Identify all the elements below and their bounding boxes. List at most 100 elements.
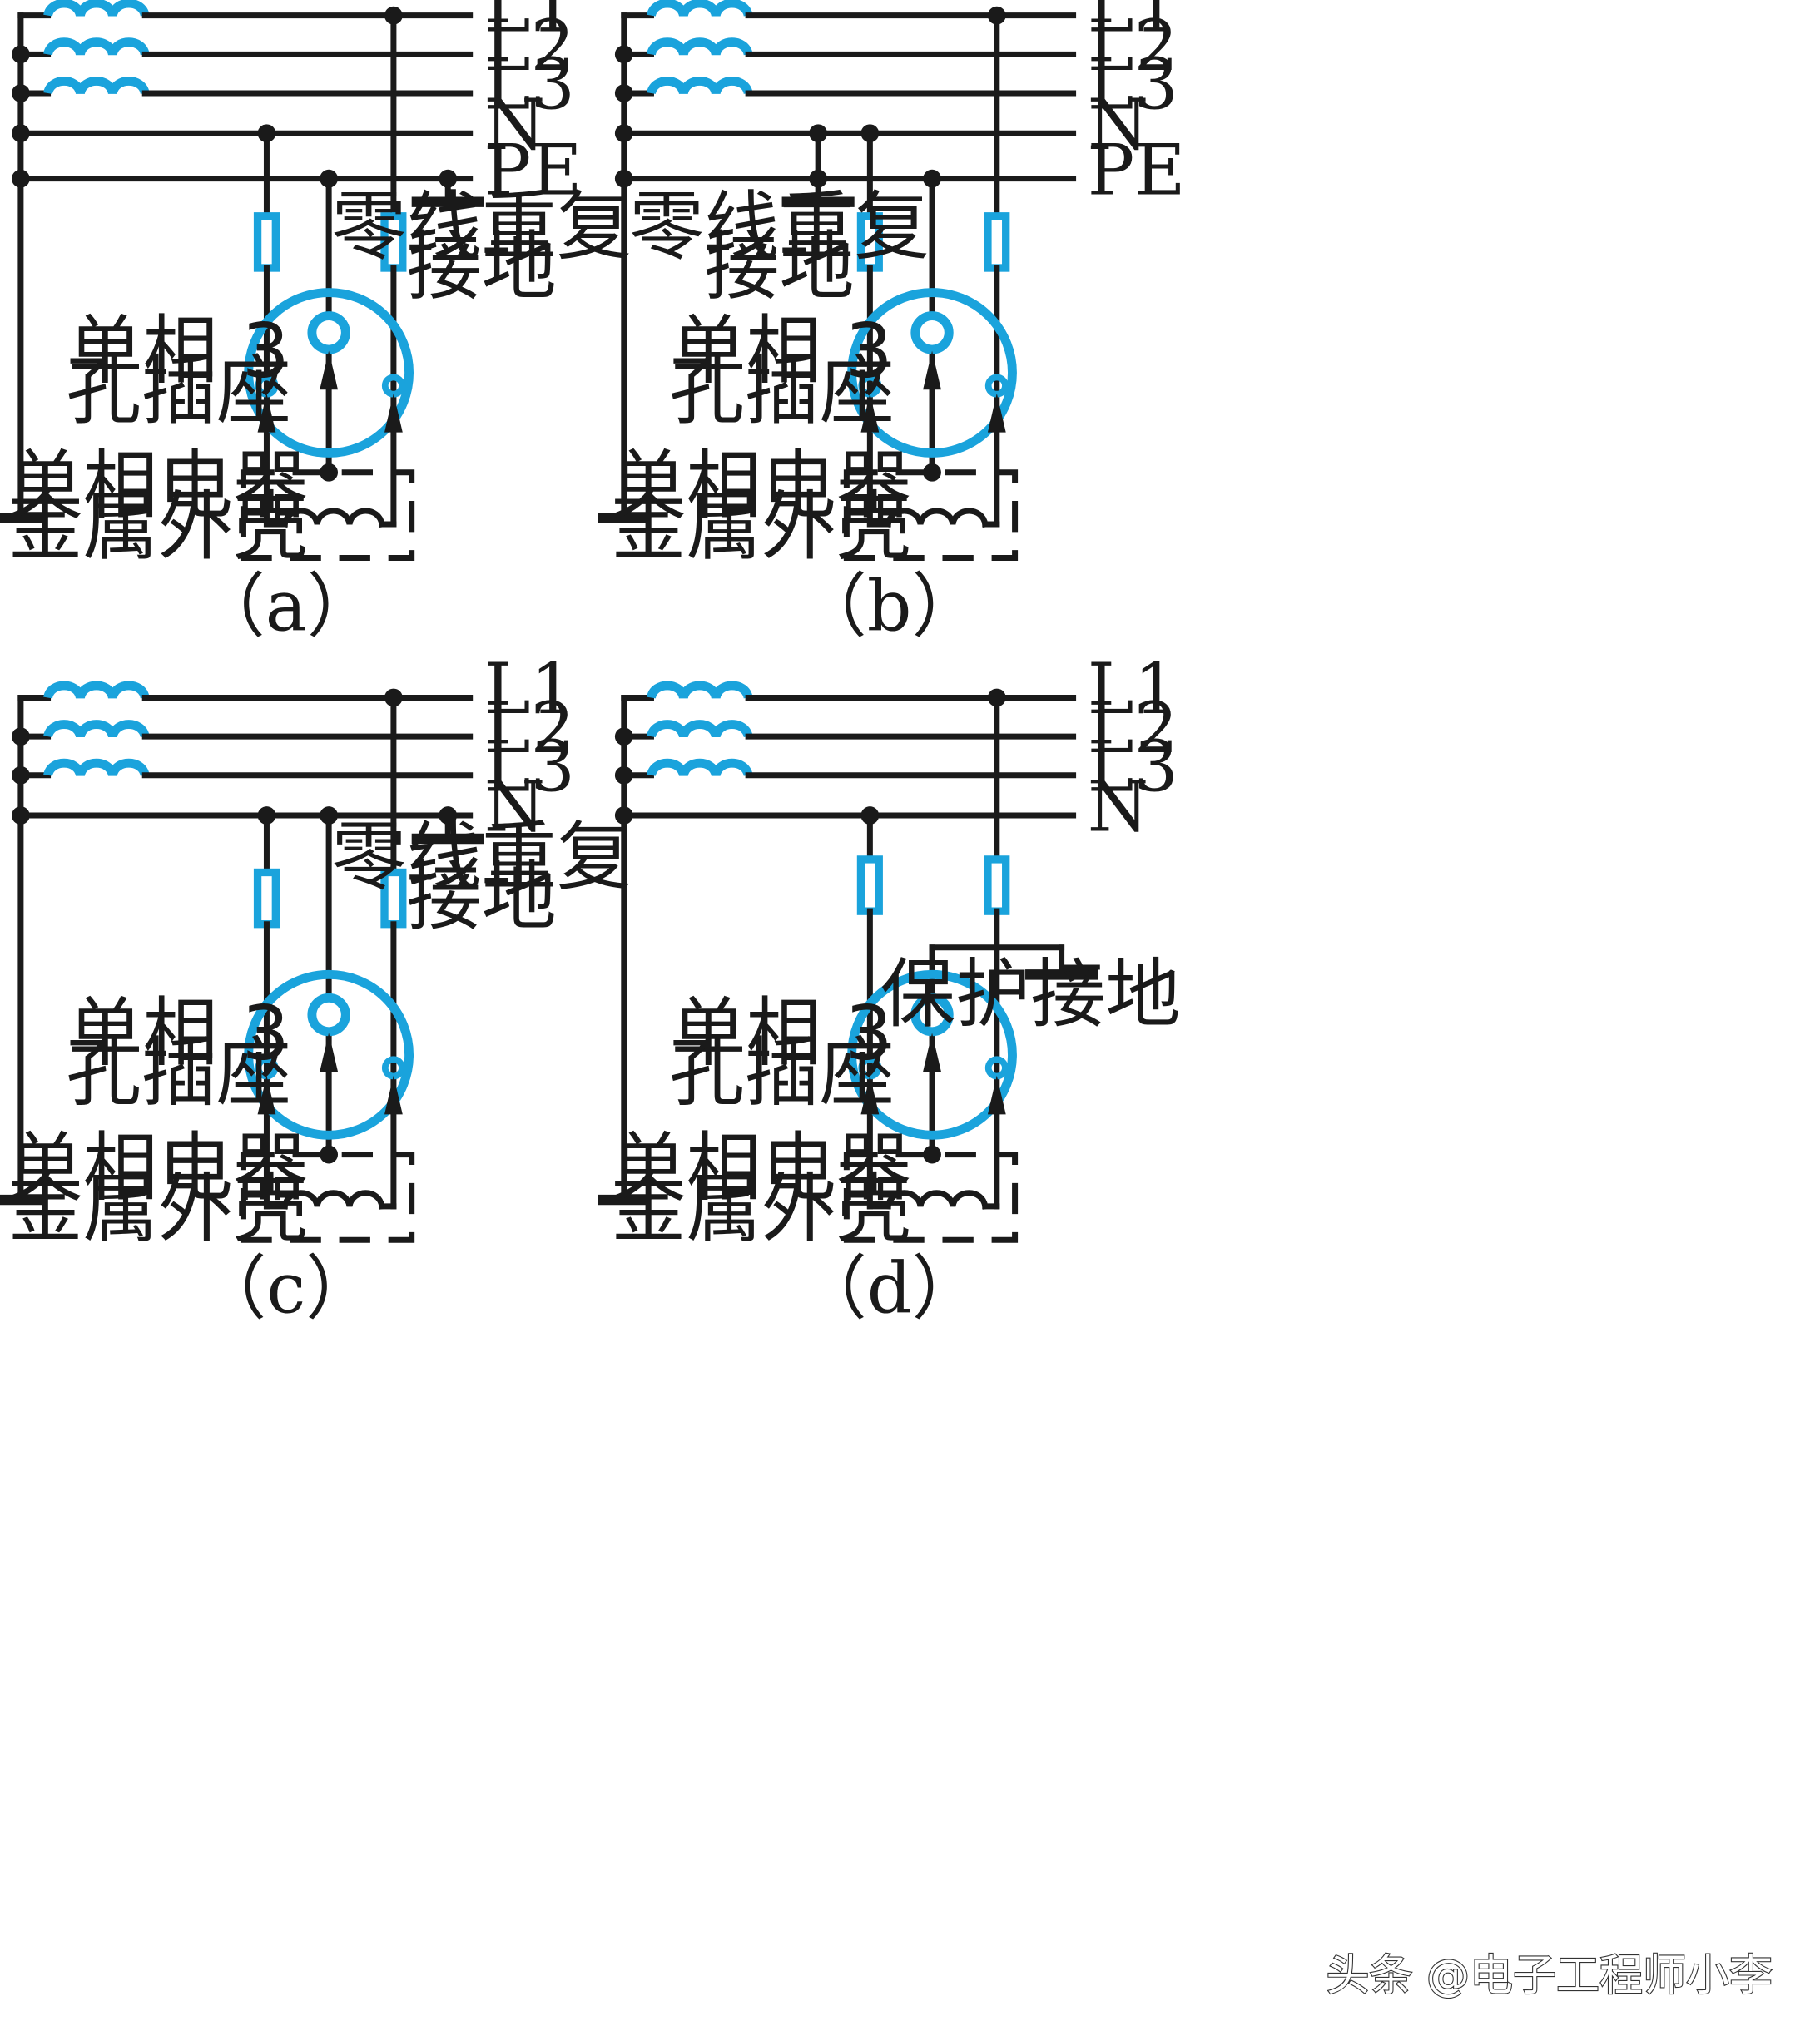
socket-label: 孔插座 [66, 348, 291, 435]
arrow-head [860, 393, 880, 433]
appliance-label: 单相电器 [611, 442, 911, 529]
socket-label: 单相 3 [67, 308, 290, 395]
arrow-head [987, 393, 1006, 433]
line-label-N: N [484, 84, 546, 166]
socket-label: 孔插座 [669, 1030, 895, 1117]
line-label-N: N [1088, 84, 1149, 166]
repeat-ground-label: 零线重复 [331, 183, 632, 270]
socket-label: 单相 3 [67, 989, 290, 1077]
fuse-neutral [253, 868, 280, 929]
line-label-L1: L1 [484, 648, 575, 730]
arrow-head [257, 393, 276, 433]
appliance-coil [281, 1190, 385, 1210]
socket-outline [244, 969, 414, 1140]
line-label-L1: L1 [1088, 0, 1178, 47]
fuse-phase [984, 855, 1010, 915]
appliance-coil [885, 1190, 989, 1210]
line-label-N: N [484, 766, 546, 848]
transformer-coil-L1 [43, 681, 150, 700]
arrow-head [923, 350, 941, 390]
junction-dot [320, 463, 339, 482]
line-label-L3: L3 [484, 44, 575, 126]
line-label-L2: L2 [484, 5, 575, 87]
repeat-ground-label: 接地 [406, 224, 556, 311]
panel-caption-c: （c） [196, 1247, 375, 1329]
transformer-coil-L3 [43, 77, 150, 95]
appliance-label: 金属外壳 [611, 1166, 911, 1253]
appliance-label: 金属外壳 [7, 483, 308, 571]
junction-dot [12, 124, 30, 143]
arrow-head [384, 393, 403, 433]
junction-dot [614, 84, 633, 102]
repeat-ground-label: 接地 [406, 854, 556, 941]
socket-label: 孔插座 [669, 348, 895, 435]
panel-caption-d: （d） [797, 1247, 982, 1329]
socket-label: 孔插座 [66, 1030, 291, 1117]
transformer-coil-L2 [647, 720, 753, 738]
junction-dot [12, 727, 30, 746]
arrow-head [987, 1075, 1006, 1115]
socket-earth-hole [910, 311, 954, 354]
line-label-L1: L1 [1088, 648, 1178, 730]
arrow-head [320, 350, 339, 390]
junction-dot [12, 45, 30, 64]
socket-earth-hole [307, 993, 350, 1037]
junction-dot [320, 1145, 339, 1164]
junction-dot [923, 463, 941, 482]
arrow-head [320, 1033, 339, 1072]
watermark-text: 头条 @电子工程师小李 [1326, 1951, 1773, 2001]
panel-caption-b: （b） [797, 566, 982, 647]
socket-label: 单相 3 [671, 989, 893, 1077]
fuse-phase [984, 212, 1010, 272]
junction-dot [12, 84, 30, 102]
junction-dot [614, 169, 633, 188]
socket-outline [847, 969, 1017, 1140]
transformer-coil-L2 [43, 720, 150, 738]
appliance-label: 单相电器 [611, 1124, 911, 1211]
transformer-coil-L3 [647, 758, 753, 777]
transformer-coil-L2 [43, 37, 150, 57]
repeat-ground-label: 接地 [704, 224, 854, 311]
transformer-coil-L1 [647, 681, 753, 700]
arrow-head [923, 1033, 941, 1072]
arrow-head [257, 1075, 276, 1115]
transformer-coil-L1 [647, 0, 753, 17]
appliance-case [240, 1152, 415, 1243]
line-label-PE: PE [484, 129, 583, 211]
transformer-coil-L1 [43, 0, 150, 17]
socket-earth-hole [910, 993, 954, 1037]
appliance-label: 单相电器 [7, 1124, 308, 1211]
arrow-head [860, 1075, 880, 1115]
line-label-N: N [1088, 766, 1149, 848]
appliance-case [240, 469, 415, 561]
junction-dot [614, 727, 633, 746]
transformer-coil-L3 [43, 758, 150, 777]
junction-dot [614, 45, 633, 64]
socket-outline [244, 288, 414, 458]
line-label-L3: L3 [484, 726, 575, 807]
panel-caption-a: （a） [196, 566, 377, 647]
arrow-head [384, 1075, 403, 1115]
line-label-L1: L1 [484, 0, 575, 47]
appliance-label: 金属外壳 [7, 1166, 308, 1253]
transformer-coil-L2 [647, 37, 753, 57]
line-label-L3: L3 [1088, 726, 1178, 807]
junction-dot [12, 806, 30, 825]
protective-ground-label: 保护接地 [880, 951, 1181, 1038]
line-label-L2: L2 [1088, 687, 1178, 769]
repeat-ground-label: 零线重复 [629, 183, 930, 270]
socket-label: 单相 3 [671, 308, 893, 395]
junction-dot [614, 765, 633, 785]
appliance-case [843, 1152, 1019, 1243]
appliance-coil [885, 508, 989, 528]
junction-dot [12, 169, 30, 188]
socket-outline [847, 288, 1017, 458]
appliance-case [843, 469, 1019, 561]
appliance-label: 单相电器 [7, 442, 308, 529]
